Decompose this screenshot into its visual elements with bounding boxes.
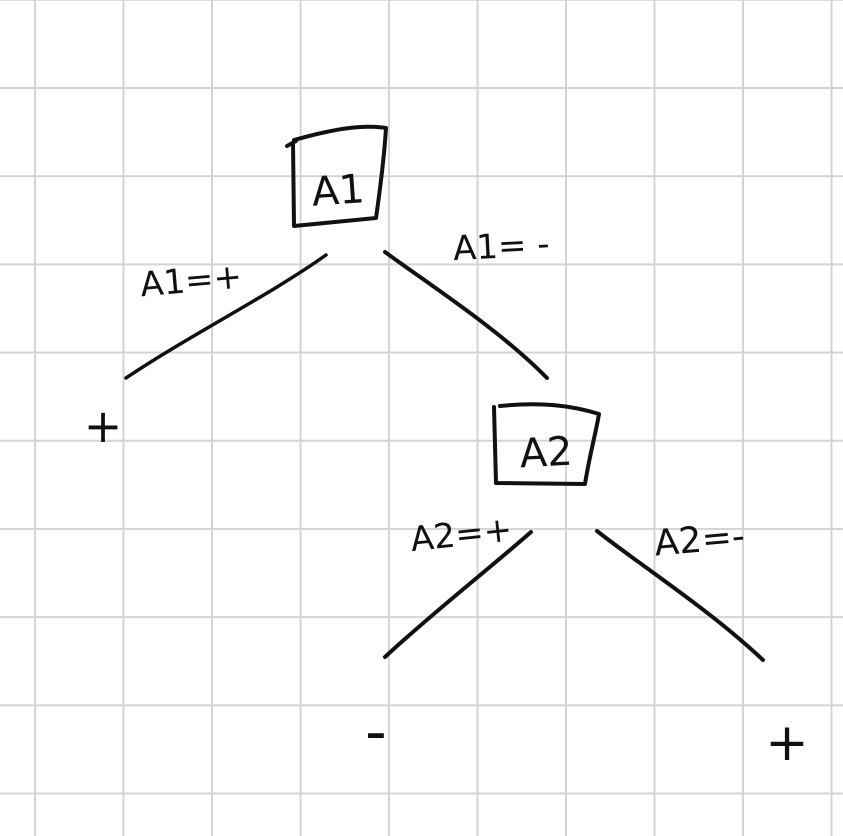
edge-root-right — [383, 250, 549, 380]
edge-label-child-right: A2=- — [653, 516, 747, 565]
child-node-label: A2 — [518, 429, 573, 478]
child-node-box — [492, 402, 601, 486]
child-node: A2 — [492, 402, 601, 486]
root-node: A1 — [285, 124, 388, 228]
root-node-box — [285, 124, 388, 228]
root-left-leaf: + — [84, 399, 123, 453]
child-right-leaf: + — [765, 713, 809, 773]
edge-child-left — [383, 530, 533, 659]
edge-label-root-right: A1= - — [452, 224, 550, 269]
edge-child-right — [595, 529, 765, 662]
edge-label-child-left: A2=+ — [409, 510, 514, 560]
edge-root-left — [124, 253, 328, 380]
child-left-leaf: - — [365, 697, 387, 767]
root-node-label: A1 — [310, 166, 366, 216]
edge-label-root-left: A1=+ — [139, 257, 244, 306]
